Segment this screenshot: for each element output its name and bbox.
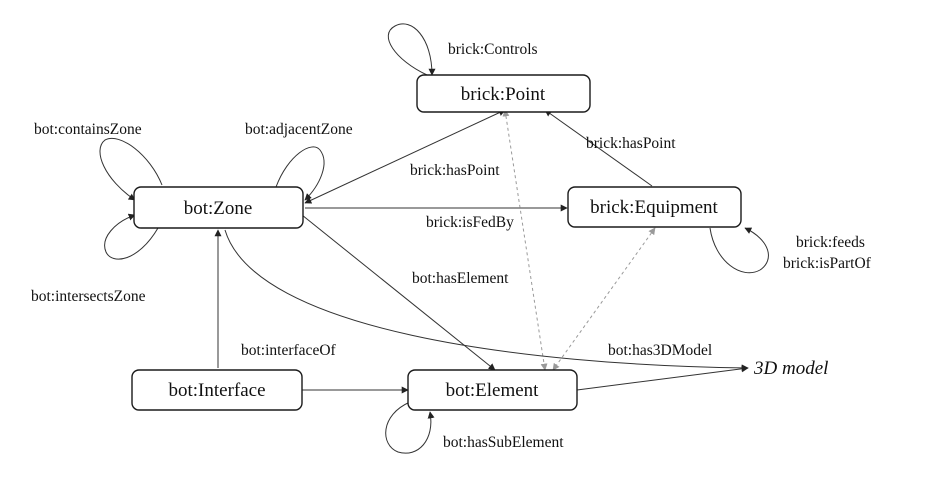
label-interface-of: bot:interfaceOf	[241, 342, 337, 359]
edge-has-3d-model-zone	[224, 229, 749, 372]
label-equipment-has-point: brick:hasPoint	[586, 135, 676, 152]
node-equipment: brick:Equipment	[567, 186, 742, 228]
edge-feeds-is-part-of	[709, 227, 769, 274]
edge-equipment-has-point	[544, 109, 653, 187]
label-adjacent-zone: bot:adjacentZone	[245, 121, 353, 138]
edge-dashed-point-element	[502, 109, 548, 371]
node-equipment-label: brick:Equipment	[590, 197, 718, 218]
node-point: brick:Point	[416, 74, 591, 113]
label-has-element: bot:hasElement	[412, 270, 509, 287]
node-interface-label: bot:Interface	[168, 380, 265, 401]
label-zone-has-point: brick:hasPoint	[410, 162, 500, 179]
label-has-sub-element: bot:hasSubElement	[443, 434, 564, 451]
label-is-fed-by: brick:isFedBy	[426, 214, 514, 231]
node-point-label: brick:Point	[461, 84, 546, 105]
node-element-label: bot:Element	[446, 380, 540, 401]
node-element: bot:Element	[407, 369, 578, 411]
label-is-part-of: brick:isPartOf	[783, 255, 872, 272]
label-contains-zone: bot:containsZone	[34, 121, 142, 138]
label-feeds: brick:feeds	[796, 234, 865, 251]
edge-has-element	[301, 214, 496, 371]
edge-has-sub-element	[385, 401, 435, 454]
edge-zone-has-point	[304, 109, 506, 204]
edge-has-3d-model-element	[576, 365, 749, 391]
edge-intersects-zone	[104, 213, 159, 260]
node-zone: bot:Zone	[133, 186, 304, 229]
label-has-3d-model: bot:has3DModel	[608, 342, 712, 359]
node-3d-model-label: 3D model	[753, 358, 828, 379]
edge-controls	[387, 23, 436, 76]
label-controls: brick:Controls	[448, 41, 538, 58]
node-interface: bot:Interface	[131, 369, 303, 411]
edge-contains-zone	[99, 138, 163, 201]
edge-dashed-equipment-element	[552, 227, 656, 371]
label-intersects-zone: bot:intersectsZone	[31, 288, 146, 305]
node-zone-label: bot:Zone	[184, 198, 253, 219]
